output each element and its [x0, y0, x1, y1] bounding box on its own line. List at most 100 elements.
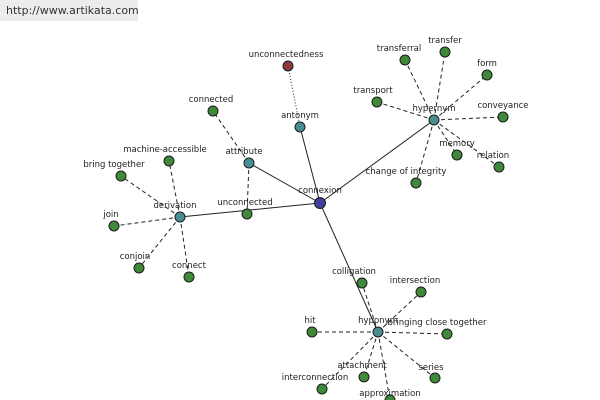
- node-dot-connected[interactable]: [207, 105, 219, 117]
- node-label-hit[interactable]: hit: [304, 316, 316, 326]
- edge-derivation-connect: [179, 216, 190, 278]
- edge-hypernym-change-of-integrity: [415, 119, 435, 184]
- node-attachment[interactable]: attachment: [337, 361, 387, 383]
- edge-hyponym-bringing-close-together: [377, 331, 448, 335]
- edge-hypernym-relation: [433, 119, 500, 168]
- node-label-interconnection[interactable]: interconnection: [282, 373, 348, 383]
- node-label-transfer[interactable]: transfer: [428, 36, 462, 46]
- node-label-hypernym[interactable]: hypernym: [412, 104, 455, 114]
- node-bring-together[interactable]: bring together: [83, 160, 145, 182]
- node-form[interactable]: form: [477, 59, 497, 81]
- node-hit[interactable]: hit: [304, 316, 318, 338]
- node-dot-attribute[interactable]: [243, 157, 255, 169]
- node-dot-conveyance[interactable]: [497, 111, 509, 123]
- node-dot-hit[interactable]: [306, 326, 318, 338]
- node-dot-transport[interactable]: [371, 96, 383, 108]
- node-bringing-close-together[interactable]: bringing close together: [387, 318, 487, 340]
- node-label-memory[interactable]: memory: [439, 139, 475, 149]
- node-dot-intersection[interactable]: [415, 286, 427, 298]
- node-change-of-integrity[interactable]: change of integrity: [366, 167, 447, 189]
- node-approximation[interactable]: approximation: [359, 389, 421, 400]
- node-dot-unconnected[interactable]: [241, 208, 253, 220]
- edge-hyponym-attachment: [363, 331, 379, 378]
- node-series[interactable]: series: [418, 363, 444, 384]
- node-label-derivation[interactable]: derivation: [153, 201, 196, 211]
- node-connexion[interactable]: connexion: [298, 186, 342, 209]
- node-label-hyponym[interactable]: hyponym: [358, 316, 398, 326]
- node-conveyance[interactable]: conveyance: [477, 101, 529, 123]
- node-dot-transfer[interactable]: [439, 46, 451, 58]
- node-label-change-of-integrity[interactable]: change of integrity: [366, 167, 447, 177]
- node-label-conveyance[interactable]: conveyance: [477, 101, 528, 111]
- edge-hyponym-series: [377, 331, 436, 379]
- node-dot-connexion[interactable]: [314, 197, 326, 209]
- node-label-series[interactable]: series: [418, 363, 444, 373]
- node-label-relation[interactable]: relation: [477, 151, 509, 161]
- node-dot-form[interactable]: [481, 69, 493, 81]
- node-label-approximation[interactable]: approximation: [359, 389, 420, 399]
- node-dot-join[interactable]: [108, 220, 120, 232]
- node-dot-relation[interactable]: [493, 161, 505, 173]
- node-unconnected[interactable]: unconnected: [217, 198, 273, 220]
- node-relation[interactable]: relation: [477, 151, 509, 173]
- node-dot-bring-together[interactable]: [115, 170, 127, 182]
- node-connected[interactable]: connected: [189, 95, 234, 117]
- node-dot-bringing-close-together[interactable]: [441, 328, 453, 340]
- node-dot-transferral[interactable]: [399, 54, 411, 66]
- node-label-connexion[interactable]: connexion: [298, 186, 342, 196]
- node-hypernym[interactable]: hypernym: [412, 104, 456, 126]
- node-machine-accessible[interactable]: machine-accessible: [123, 145, 207, 167]
- node-derivation[interactable]: derivation: [153, 201, 197, 223]
- node-dot-hypernym[interactable]: [428, 114, 440, 126]
- node-label-transferral[interactable]: transferral: [377, 44, 421, 54]
- node-hyponym[interactable]: hyponym: [358, 316, 398, 338]
- node-join[interactable]: join: [102, 210, 120, 232]
- node-label-attribute[interactable]: attribute: [225, 147, 262, 157]
- node-dot-derivation[interactable]: [174, 211, 186, 223]
- node-transport[interactable]: transport: [353, 86, 393, 108]
- node-label-colligation[interactable]: colligation: [332, 267, 376, 277]
- node-label-attachment[interactable]: attachment: [337, 361, 387, 371]
- node-transferral[interactable]: transferral: [377, 44, 421, 66]
- node-colligation[interactable]: colligation: [332, 267, 376, 289]
- node-label-join[interactable]: join: [102, 210, 118, 220]
- node-attribute[interactable]: attribute: [225, 147, 263, 169]
- node-dot-memory[interactable]: [451, 149, 463, 161]
- node-antonym[interactable]: antonym: [281, 111, 319, 133]
- node-dot-colligation[interactable]: [356, 277, 368, 289]
- node-unconnectedness[interactable]: unconnectedness: [249, 50, 324, 72]
- node-label-bring-together[interactable]: bring together: [83, 160, 145, 170]
- node-dot-change-of-integrity[interactable]: [410, 177, 422, 189]
- edge-hypernym-memory: [433, 119, 458, 156]
- node-label-antonym[interactable]: antonym: [281, 111, 319, 121]
- node-interconnection[interactable]: interconnection: [282, 373, 348, 395]
- node-label-intersection[interactable]: intersection: [390, 276, 440, 286]
- node-label-machine-accessible[interactable]: machine-accessible: [123, 145, 207, 155]
- node-dot-antonym[interactable]: [294, 121, 306, 133]
- node-dot-unconnectedness[interactable]: [282, 60, 294, 72]
- node-dot-interconnection[interactable]: [316, 383, 328, 395]
- node-dot-attachment[interactable]: [358, 371, 370, 383]
- node-label-bringing-close-together[interactable]: bringing close together: [387, 318, 487, 328]
- node-transfer[interactable]: transfer: [428, 36, 462, 58]
- node-connect[interactable]: connect: [172, 261, 207, 283]
- node-conjoin[interactable]: conjoin: [120, 252, 151, 274]
- watermark-url[interactable]: http://www.artikata.com: [0, 0, 139, 21]
- edge-hyponym-colligation: [361, 282, 379, 333]
- node-label-transport[interactable]: transport: [353, 86, 393, 96]
- node-dot-machine-accessible[interactable]: [163, 155, 175, 167]
- node-label-connect[interactable]: connect: [172, 261, 207, 271]
- node-dot-approximation[interactable]: [384, 394, 396, 400]
- node-label-unconnectedness[interactable]: unconnectedness: [249, 50, 324, 60]
- node-dot-conjoin[interactable]: [133, 262, 145, 274]
- node-intersection[interactable]: intersection: [390, 276, 440, 298]
- node-label-unconnected[interactable]: unconnected: [217, 198, 272, 208]
- node-memory[interactable]: memory: [439, 139, 475, 161]
- node-dot-series[interactable]: [429, 372, 441, 384]
- node-dot-hyponym[interactable]: [372, 326, 384, 338]
- edge-connexion-hyponym: [319, 202, 379, 333]
- node-label-form[interactable]: form: [477, 59, 497, 69]
- node-dot-connect[interactable]: [183, 271, 195, 283]
- node-label-connected[interactable]: connected: [189, 95, 234, 105]
- node-label-conjoin[interactable]: conjoin: [120, 252, 151, 262]
